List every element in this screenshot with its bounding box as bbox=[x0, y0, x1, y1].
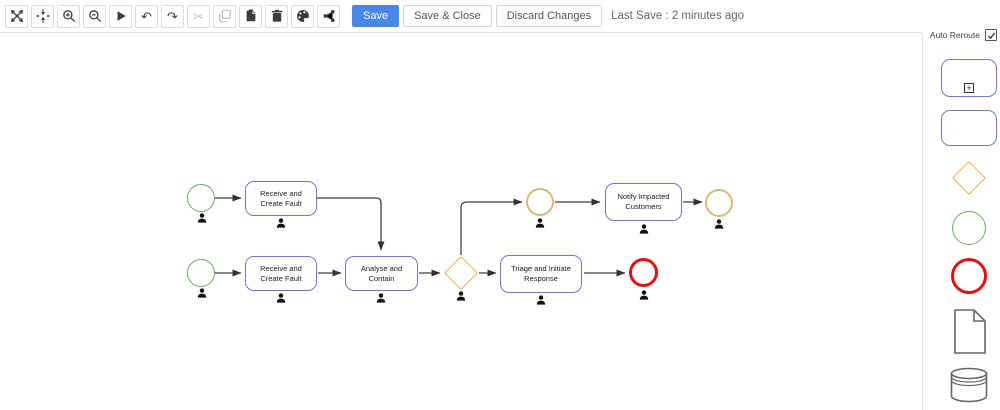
share-icon bbox=[322, 9, 335, 23]
task-analyse-and-contain[interactable]: Analyse and Contain bbox=[345, 256, 418, 291]
last-save-status: Last Save : 2 minutes ago bbox=[611, 10, 745, 22]
actor-icon bbox=[639, 290, 649, 300]
zoom-out-icon bbox=[88, 10, 101, 23]
actor-icon bbox=[276, 293, 286, 303]
subprocess-plus-icon: + bbox=[964, 83, 974, 93]
undo-button[interactable]: ↶ bbox=[135, 4, 158, 28]
palette-end-event-shape[interactable] bbox=[951, 258, 987, 294]
palette-icon bbox=[296, 10, 309, 22]
paste-button[interactable] bbox=[239, 4, 262, 28]
expand-button[interactable] bbox=[5, 4, 28, 28]
actor-icon bbox=[456, 291, 466, 301]
flow-gateway-inter1[interactable] bbox=[460, 198, 523, 255]
flow-task1-analyse[interactable] bbox=[317, 197, 385, 251]
play-button[interactable] bbox=[109, 4, 132, 28]
actor-icon bbox=[536, 295, 546, 305]
task-receive-create-fault-1[interactable]: Receive and Create Fault bbox=[245, 181, 317, 216]
task-receive-create-fault-2[interactable]: Receive and Create Fault bbox=[245, 256, 317, 291]
palette-document-shape[interactable] bbox=[954, 309, 986, 354]
delete-button[interactable] bbox=[265, 4, 288, 28]
save-button[interactable]: Save bbox=[352, 5, 400, 27]
zoom-in-icon bbox=[62, 10, 75, 23]
panel-divider bbox=[922, 33, 923, 410]
actor-icon bbox=[197, 288, 207, 298]
palette-start-event-shape[interactable] bbox=[952, 211, 986, 245]
redo-button[interactable]: ↷ bbox=[161, 4, 184, 28]
expand-icon bbox=[10, 9, 23, 23]
palette-task-shape[interactable] bbox=[941, 110, 997, 146]
actor-icon bbox=[639, 224, 649, 234]
redo-icon: ↷ bbox=[167, 8, 178, 24]
save-and-close-button[interactable]: Save & Close bbox=[403, 5, 492, 27]
actor-icon bbox=[376, 293, 386, 303]
intermediate-event-1[interactable] bbox=[526, 188, 554, 216]
start-event-2[interactable] bbox=[187, 259, 215, 287]
check-icon bbox=[987, 31, 995, 39]
discard-changes-button[interactable]: Discard Changes bbox=[495, 5, 603, 27]
intermediate-event-2[interactable] bbox=[705, 189, 733, 217]
actor-icon bbox=[276, 218, 286, 228]
cut-button[interactable]: ✂ bbox=[187, 4, 210, 28]
actor-icon bbox=[714, 219, 724, 229]
share-button[interactable] bbox=[317, 4, 340, 28]
cut-icon: ✂ bbox=[193, 8, 204, 24]
auto-reroute-control: Auto Reroute bbox=[930, 29, 997, 41]
palette-button[interactable] bbox=[291, 4, 314, 28]
copy-icon bbox=[218, 9, 231, 23]
zoom-in-button[interactable] bbox=[57, 4, 80, 28]
auto-reroute-label: Auto Reroute bbox=[929, 30, 980, 40]
end-event[interactable] bbox=[629, 258, 658, 287]
copy-button[interactable] bbox=[213, 4, 236, 28]
undo-icon: ↶ bbox=[141, 8, 152, 24]
trash-icon bbox=[271, 9, 282, 22]
auto-reroute-checkbox[interactable] bbox=[985, 29, 997, 41]
palette-datastore-shape[interactable] bbox=[950, 367, 988, 403]
start-event-1[interactable] bbox=[187, 184, 215, 212]
compress-button[interactable] bbox=[31, 4, 54, 28]
zoom-out-button[interactable] bbox=[83, 4, 106, 28]
paste-icon bbox=[246, 9, 255, 22]
task-triage-initiate-response[interactable]: Triage and Initiate Response bbox=[500, 255, 582, 293]
compress-icon bbox=[35, 9, 50, 23]
task-notify-impacted-customers[interactable]: Notify Impacted Customers bbox=[605, 183, 682, 221]
toolbar: ↶ ↷ ✂ Save Save & Close Discard Changes … bbox=[0, 0, 922, 33]
play-icon bbox=[117, 11, 126, 21]
palette-subprocess-shape[interactable]: + bbox=[941, 59, 997, 97]
actor-icon bbox=[197, 213, 207, 223]
actor-icon bbox=[535, 218, 545, 228]
